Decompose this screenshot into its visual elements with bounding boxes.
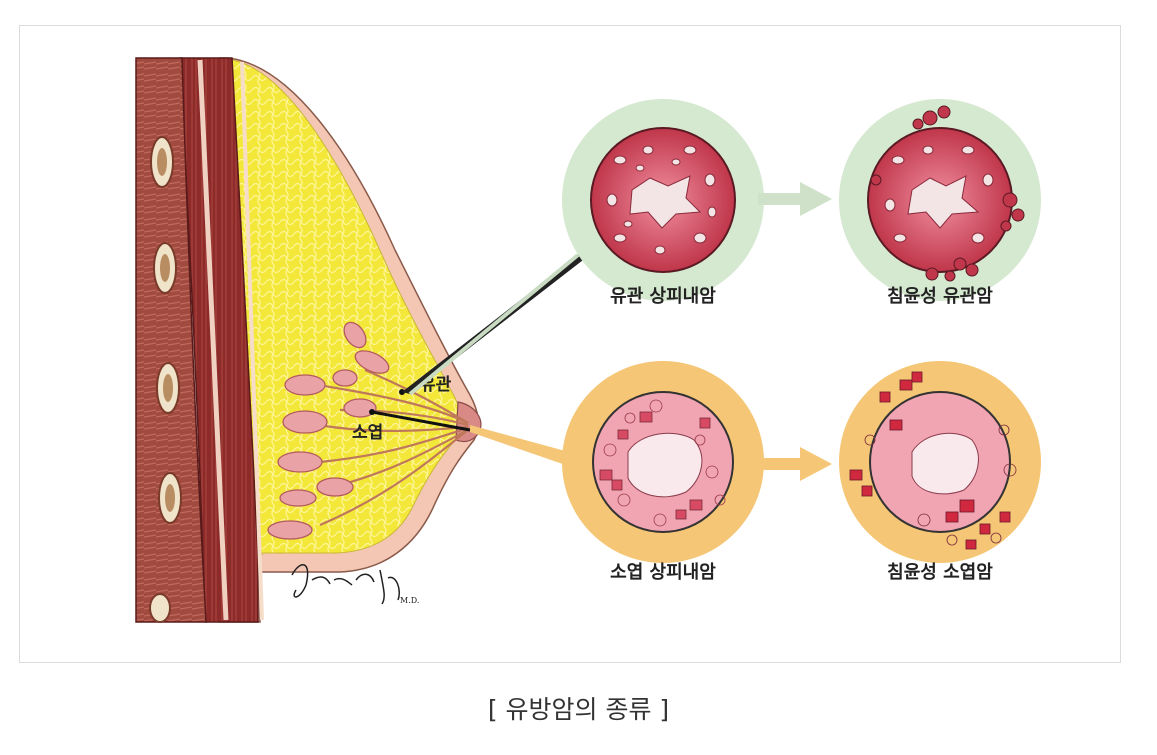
lcis-label: 소엽 상피내암 <box>610 562 716 583</box>
ilc-label: 침윤성 소엽암 <box>887 562 993 583</box>
lobules <box>267 321 390 540</box>
lobule-label: 소엽 <box>352 423 383 443</box>
breast-anatomy <box>135 57 482 623</box>
idc-diagram <box>839 99 1041 301</box>
dcis-label: 유관 상피내암 <box>610 286 716 307</box>
idc-label: 침윤성 유관암 <box>887 286 993 307</box>
connector-lines <box>371 250 596 470</box>
figure-caption: [ 유방암의 종류 ] <box>487 695 670 724</box>
pectoral-muscle <box>179 57 259 623</box>
dcis-diagram <box>562 99 764 301</box>
muscle-sheath <box>197 59 229 621</box>
ilc-diagram <box>839 361 1041 563</box>
artist-signature: M.D. <box>291 564 419 605</box>
arrow-right-icon <box>758 182 832 216</box>
lcis-diagram <box>562 361 764 563</box>
milk-ducts <box>317 368 469 527</box>
ribs <box>149 136 182 623</box>
arrow-right-icon <box>758 447 832 481</box>
rib-cage <box>135 57 207 623</box>
breast-cancer-illustration: 유관 소엽 M.D. 유관 상피내암 <box>135 57 1041 623</box>
svg-text:M.D.: M.D. <box>400 596 419 605</box>
